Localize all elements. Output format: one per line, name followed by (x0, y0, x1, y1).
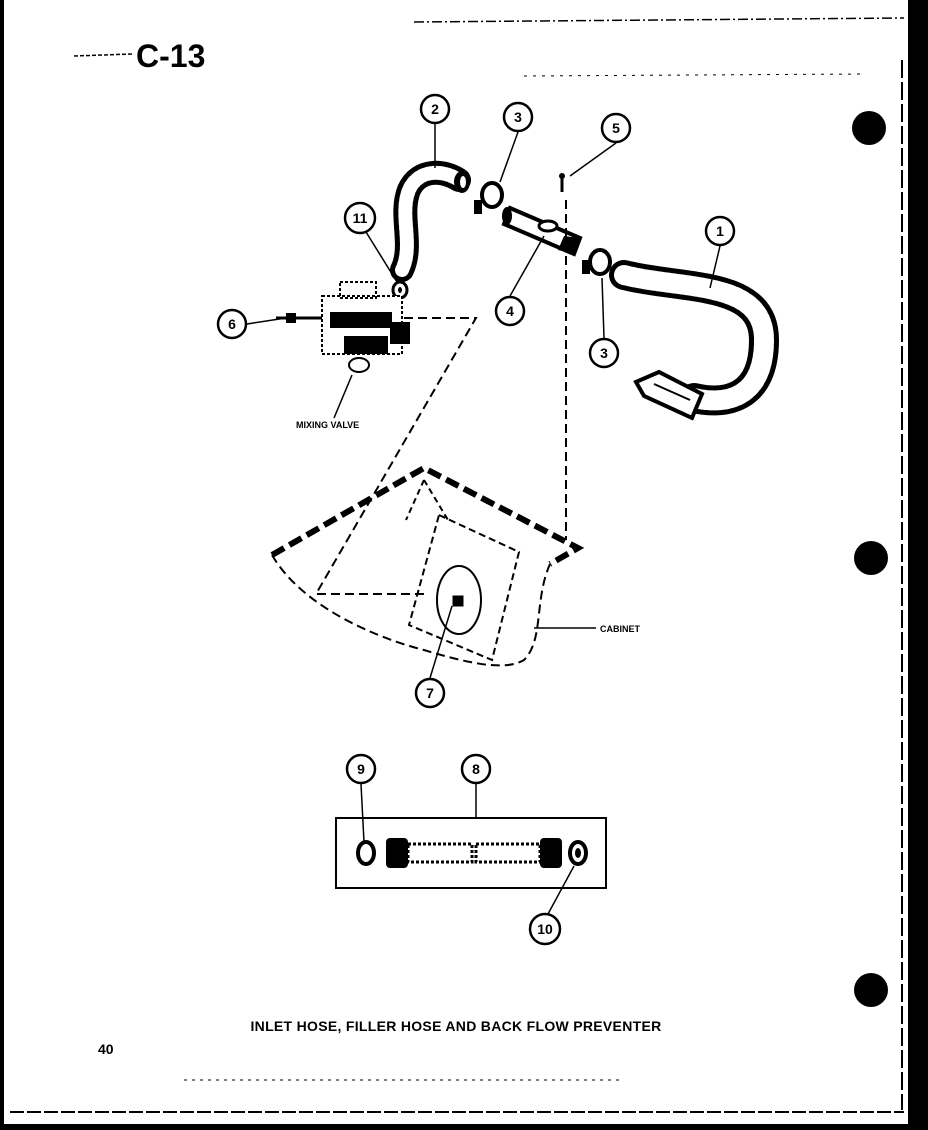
callout-9: 9 (345, 753, 377, 785)
washer-part-9 (356, 840, 376, 866)
back-flow-preventer-part-4 (501, 205, 583, 257)
exploded-parts-diagram: MIXING VALVE CABINET (10, 17, 905, 1113)
parts-diagram-page: C-13 (4, 0, 908, 1124)
svg-text:10: 10 (537, 921, 553, 937)
svg-text:7: 7 (426, 685, 434, 701)
inlet-hose-kit-box (335, 817, 607, 889)
assembly-leader-lines (314, 200, 567, 595)
callout-10: 10 (528, 912, 562, 946)
callout-1: 1 (704, 215, 736, 247)
callout-5: 5 (600, 112, 632, 144)
svg-text:6: 6 (228, 316, 236, 332)
filler-hose-part-2 (390, 160, 471, 282)
callout-6: 6 (216, 308, 248, 340)
callout-3-lower: 3 (588, 337, 620, 369)
inlet-hose-part-8 (386, 838, 562, 868)
callout-3-upper: 3 (502, 101, 534, 133)
svg-text:2: 2 (431, 101, 439, 117)
page-number: 40 (98, 1041, 114, 1057)
callout-4: 4 (494, 295, 526, 327)
svg-text:8: 8 (472, 761, 480, 777)
svg-text:3: 3 (514, 109, 522, 125)
callout-8: 8 (460, 753, 492, 785)
inlet-hose-part-1 (609, 260, 780, 421)
svg-text:5: 5 (612, 120, 620, 136)
svg-text:11: 11 (353, 210, 368, 226)
diagram-caption: INLET HOSE, FILLER HOSE AND BACK FLOW PR… (250, 1018, 662, 1034)
page-code: C-13 (136, 38, 206, 74)
scan-noise (10, 17, 905, 1113)
binder-hole-bottom (854, 973, 888, 1007)
cabinet-label: CABINET (600, 624, 641, 634)
callout-2: 2 (419, 93, 451, 125)
callout-7: 7 (414, 677, 446, 709)
callout-leaders (246, 124, 721, 915)
callout-11: 11 (343, 201, 377, 235)
hose-clamp-part-3-upper (474, 181, 504, 214)
back-flow-preventer-part-10 (568, 840, 588, 866)
svg-text:1: 1 (716, 223, 724, 239)
svg-text:3: 3 (600, 345, 608, 361)
svg-text:9: 9 (357, 761, 365, 777)
binder-hole-top (852, 111, 886, 145)
svg-text:4: 4 (506, 303, 514, 319)
binder-hole-middle (854, 541, 888, 575)
mixing-valve-label: MIXING VALVE (296, 420, 359, 430)
mixing-valve: MIXING VALVE (276, 281, 410, 430)
cabinet: CABINET (270, 464, 641, 667)
screw-part-5 (559, 173, 565, 192)
hose-clamp-part-3-lower (582, 248, 612, 276)
